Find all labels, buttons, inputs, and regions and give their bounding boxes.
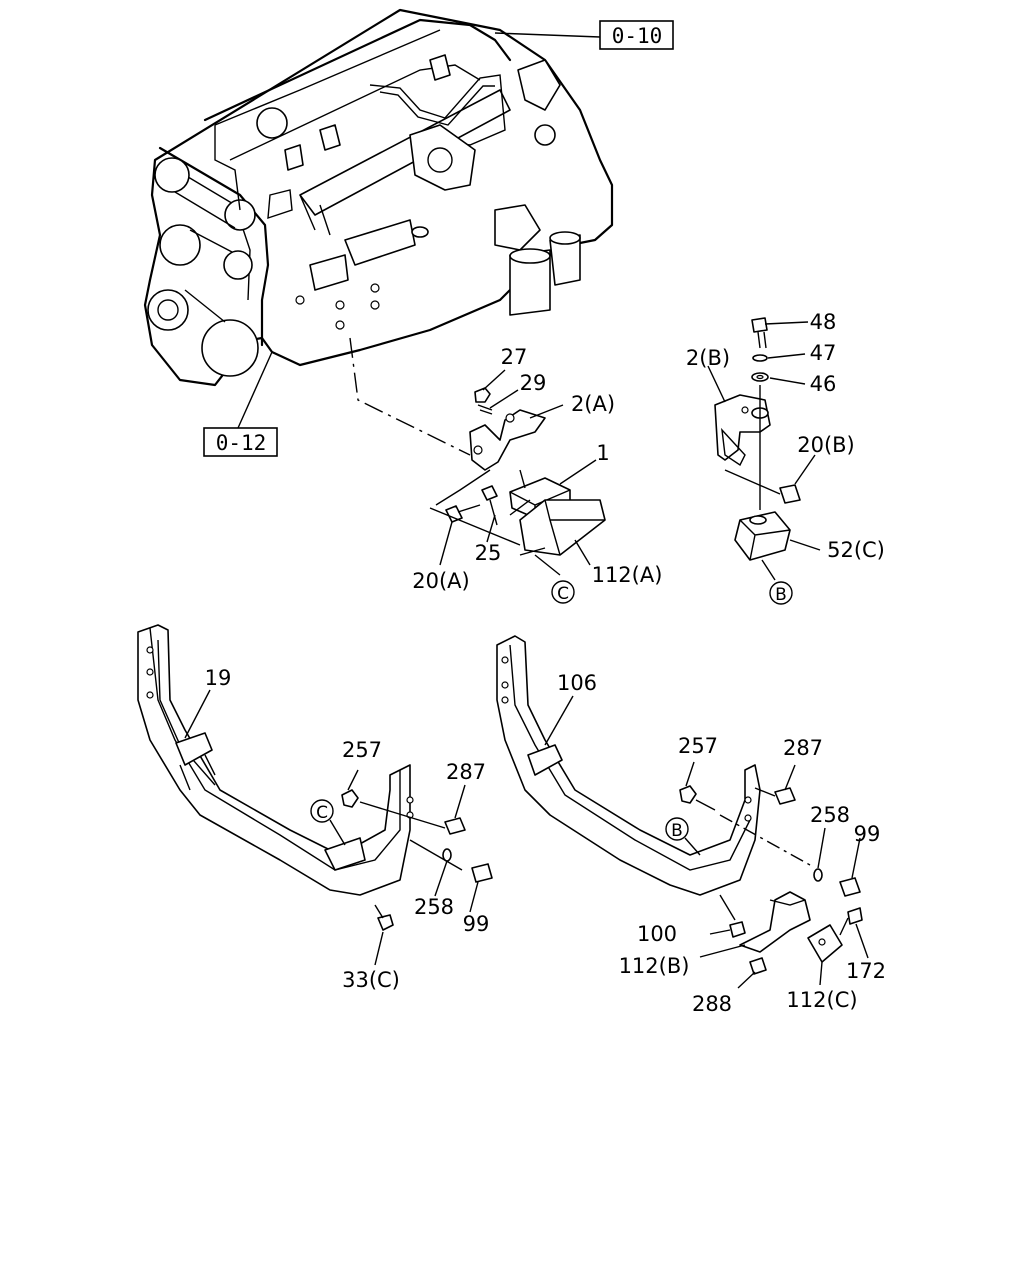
svg-text:C: C xyxy=(316,803,328,823)
front-mount-left xyxy=(429,387,606,576)
callout-100: 100 xyxy=(637,922,677,946)
callout-33c: 33(C) xyxy=(342,968,400,992)
callout-258-left: 258 xyxy=(414,895,454,919)
marker-c-top: C xyxy=(551,580,575,604)
callout-287-left: 287 xyxy=(446,760,486,784)
callout-112c: 112(C) xyxy=(786,988,857,1012)
callout-52c: 52(C) xyxy=(827,538,885,562)
callout-48: 48 xyxy=(810,310,837,334)
ref-label-0-12: 0-12 xyxy=(216,431,267,455)
nut-27 xyxy=(474,387,491,403)
mount-leader-line xyxy=(349,337,471,456)
callout-20a: 20(A) xyxy=(412,569,469,593)
bolt-48 xyxy=(751,317,768,333)
callout-27: 27 xyxy=(501,345,528,369)
crossmember-106 xyxy=(496,635,863,975)
engine-illustration xyxy=(143,8,614,387)
callout-20b: 20(B) xyxy=(797,433,855,457)
callout-2a: 2(A) xyxy=(571,392,615,416)
callout-257-right: 257 xyxy=(678,734,718,758)
bolt-20a xyxy=(445,505,463,523)
marker-b-top: B xyxy=(769,581,793,605)
callout-19: 19 xyxy=(205,666,232,690)
washer-258-right xyxy=(813,868,823,882)
callout-29: 29 xyxy=(520,371,547,395)
callout-47: 47 xyxy=(810,341,837,365)
callout-112b: 112(B) xyxy=(619,954,690,978)
callout-257-left: 257 xyxy=(342,738,382,762)
bolt-99-left xyxy=(471,863,493,883)
bolt-287-left xyxy=(444,817,466,835)
ref-label-0-10: 0-10 xyxy=(612,24,663,48)
svg-text:B: B xyxy=(775,585,787,605)
ref-box-0-12: 0-12 xyxy=(203,351,278,457)
bolt-20b xyxy=(779,484,801,504)
callout-2b: 2(B) xyxy=(686,346,730,370)
callout-258-right: 258 xyxy=(810,803,850,827)
nut-100 xyxy=(729,921,746,938)
svg-text:B: B xyxy=(671,821,683,841)
bolt-25 xyxy=(481,485,498,501)
bolt-172 xyxy=(847,907,863,925)
ref-box-0-10: 0-10 xyxy=(494,20,674,50)
callout-1: 1 xyxy=(596,441,609,465)
crossmember-19 xyxy=(137,624,493,931)
nut-257-left xyxy=(341,789,359,808)
callout-99-left: 99 xyxy=(463,912,490,936)
marker-b-right: B xyxy=(665,817,701,856)
callout-287-right: 287 xyxy=(783,736,823,760)
bolt-99-right xyxy=(839,877,861,897)
callout-25: 25 xyxy=(475,541,502,565)
callout-46: 46 xyxy=(810,372,837,396)
svg-text:C: C xyxy=(557,584,569,604)
callout-112a: 112(A) xyxy=(592,563,663,587)
bolt-287-right xyxy=(774,787,796,805)
rubber-mount-52c xyxy=(734,511,791,561)
pin-29 xyxy=(477,404,493,415)
callout-106: 106 xyxy=(557,671,597,695)
callout-99-right: 99 xyxy=(854,822,881,846)
front-mount-right xyxy=(714,317,801,581)
callout-172: 172 xyxy=(846,959,886,983)
leader-lines xyxy=(184,321,869,989)
bolt-288 xyxy=(749,957,767,975)
callout-288: 288 xyxy=(692,992,732,1016)
callout-labels: 27 29 2(A) 1 25 20(A) 112(A) 48 47 46 2(… xyxy=(205,310,886,1016)
marker-c-left: C xyxy=(310,799,346,846)
washer-47 xyxy=(752,354,768,362)
nut-257-right xyxy=(679,785,697,804)
nut-33c xyxy=(377,914,394,931)
